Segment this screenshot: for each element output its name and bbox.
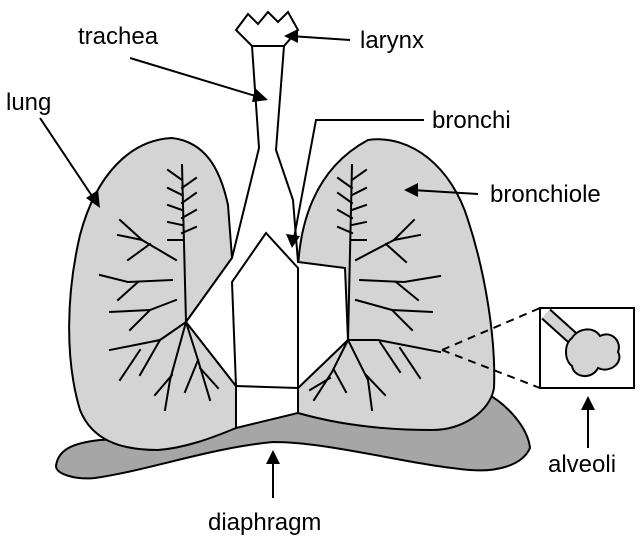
- label-larynx: larynx: [360, 27, 424, 54]
- label-alveoli: alveoli: [548, 451, 616, 478]
- label-trachea: trachea: [78, 23, 159, 50]
- label-bronchi: bronchi: [432, 107, 511, 134]
- label-bronchiole: bronchiole: [490, 181, 601, 208]
- label-lung: lung: [6, 89, 51, 116]
- label-diaphragm: diaphragm: [208, 509, 321, 536]
- larynx-shape: [236, 12, 298, 46]
